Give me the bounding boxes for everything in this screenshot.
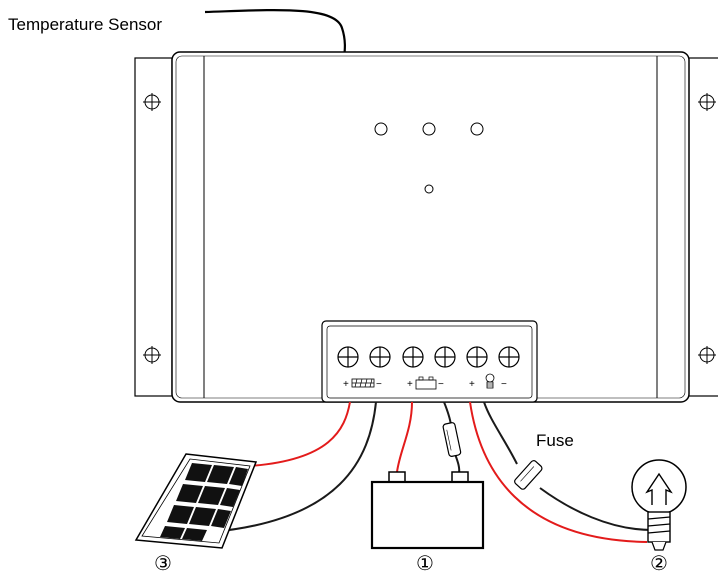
fuse-icon bbox=[442, 422, 462, 457]
battery-negative-wire-lower bbox=[454, 453, 461, 475]
mounting-hole-icon bbox=[143, 346, 161, 364]
temperature-sensor-cable bbox=[204, 9, 346, 59]
battery-icon bbox=[415, 379, 437, 390]
terminal-screw-icon bbox=[466, 346, 488, 368]
solar-panel-icon bbox=[134, 453, 258, 549]
led-indicator bbox=[374, 122, 388, 136]
terminal-screw-icon bbox=[337, 346, 359, 368]
svg-text:−: − bbox=[376, 379, 382, 390]
terminal-screw-icon bbox=[369, 346, 391, 368]
mounting-hole-icon bbox=[143, 93, 161, 111]
fuse-label: Fuse bbox=[536, 431, 574, 450]
led-indicator bbox=[422, 122, 436, 136]
temperature-sensor-label: Temperature Sensor bbox=[8, 15, 162, 34]
battery-icon bbox=[370, 471, 485, 550]
load-terminal-marking: + − bbox=[469, 373, 507, 390]
right-mounting-bracket bbox=[687, 57, 718, 397]
mounting-hole-icon bbox=[698, 93, 716, 111]
svg-text:+: + bbox=[343, 379, 349, 390]
battery-negative-wire-upper bbox=[443, 401, 452, 426]
fuse-icon bbox=[514, 460, 543, 490]
light-bulb-icon bbox=[485, 373, 495, 389]
terminal-screw-icon bbox=[402, 346, 424, 368]
terminal-screw-icon bbox=[434, 346, 456, 368]
load-negative-wire-upper bbox=[483, 401, 518, 465]
battery-terminal-marking: + − bbox=[407, 376, 444, 390]
indicator-leds bbox=[374, 122, 484, 194]
svg-text:−: − bbox=[501, 379, 507, 390]
battery-marker: ① bbox=[416, 551, 434, 574]
solar-marker: ③ bbox=[154, 551, 172, 574]
solar-positive-wire bbox=[249, 401, 351, 467]
terminal-block: + − + − + − bbox=[321, 320, 538, 403]
svg-text:−: − bbox=[438, 379, 444, 390]
solar-negative-wire bbox=[211, 401, 377, 533]
svg-text:+: + bbox=[407, 379, 413, 390]
led-indicator bbox=[470, 122, 484, 136]
light-bulb-icon bbox=[631, 459, 687, 551]
svg-text:+: + bbox=[469, 379, 475, 390]
solar-terminal-marking: + − bbox=[343, 378, 382, 390]
load-marker: ② bbox=[650, 551, 668, 574]
load-positive-wire bbox=[469, 401, 648, 543]
button-hole bbox=[424, 184, 434, 194]
load-negative-wire-lower bbox=[539, 487, 653, 531]
mounting-hole-icon bbox=[698, 346, 716, 364]
battery-positive-wire bbox=[396, 401, 413, 473]
terminal-screw-icon bbox=[498, 346, 520, 368]
left-mounting-bracket bbox=[134, 57, 173, 397]
